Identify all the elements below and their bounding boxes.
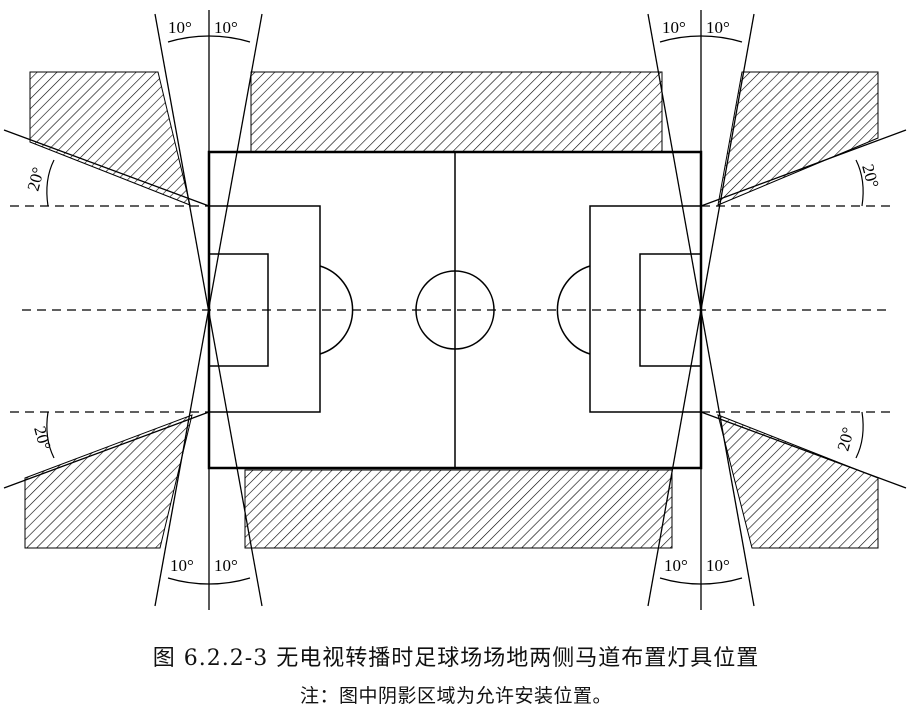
angle-label-right-upper: 20° xyxy=(858,162,883,190)
angle-arcs xyxy=(46,35,864,585)
angle-label-bottom-left-a: 10° xyxy=(170,556,194,575)
angle-label-top-right-b: 10° xyxy=(706,18,730,37)
right-lower-20deg-line xyxy=(700,411,907,489)
shaded-area-top-right xyxy=(717,71,879,206)
angle-label-right-lower: 20° xyxy=(834,425,859,453)
angle-label-top-left-a: 10° xyxy=(168,18,192,37)
right-penalty-arc xyxy=(556,265,591,355)
shaded-area-bottom-right xyxy=(717,414,879,549)
left-upper-20deg-line xyxy=(3,129,210,207)
angle-label-bottom-left-b: 10° xyxy=(214,556,238,575)
shaded-area-top-left xyxy=(29,71,191,206)
reference-lines xyxy=(10,205,892,413)
angle-label-left-lower: 20° xyxy=(30,424,55,452)
right-wedge-line-b xyxy=(647,13,755,607)
allowed-installation-areas xyxy=(24,71,879,549)
right-upper-20deg-line xyxy=(700,129,907,207)
shaded-area-bottom-left xyxy=(24,414,193,549)
shaded-area-bottom xyxy=(244,469,673,549)
figure-note: 注：图中阴影区域为允许安装位置。 xyxy=(299,685,612,707)
figure-caption: 图 6.2.2-3 无电视转播时足球场场地两侧马道布置灯具位置 xyxy=(152,646,760,671)
left-wedge-line-b xyxy=(154,13,263,607)
angle-label-top-left-b: 10° xyxy=(214,18,238,37)
angle-label-left-upper: 20° xyxy=(24,165,49,193)
football-field-diagram: 10° 10° 10° 10° 10° 10° 10° 10° 20° 20° … xyxy=(3,10,907,610)
angle-label-top-right-a: 10° xyxy=(662,18,686,37)
shaded-area-top xyxy=(250,71,663,153)
left-lower-20deg-line xyxy=(3,411,210,489)
angle-label-bottom-right-a: 10° xyxy=(664,556,688,575)
angle-label-bottom-right-b: 10° xyxy=(706,556,730,575)
limit-lines xyxy=(3,10,907,610)
